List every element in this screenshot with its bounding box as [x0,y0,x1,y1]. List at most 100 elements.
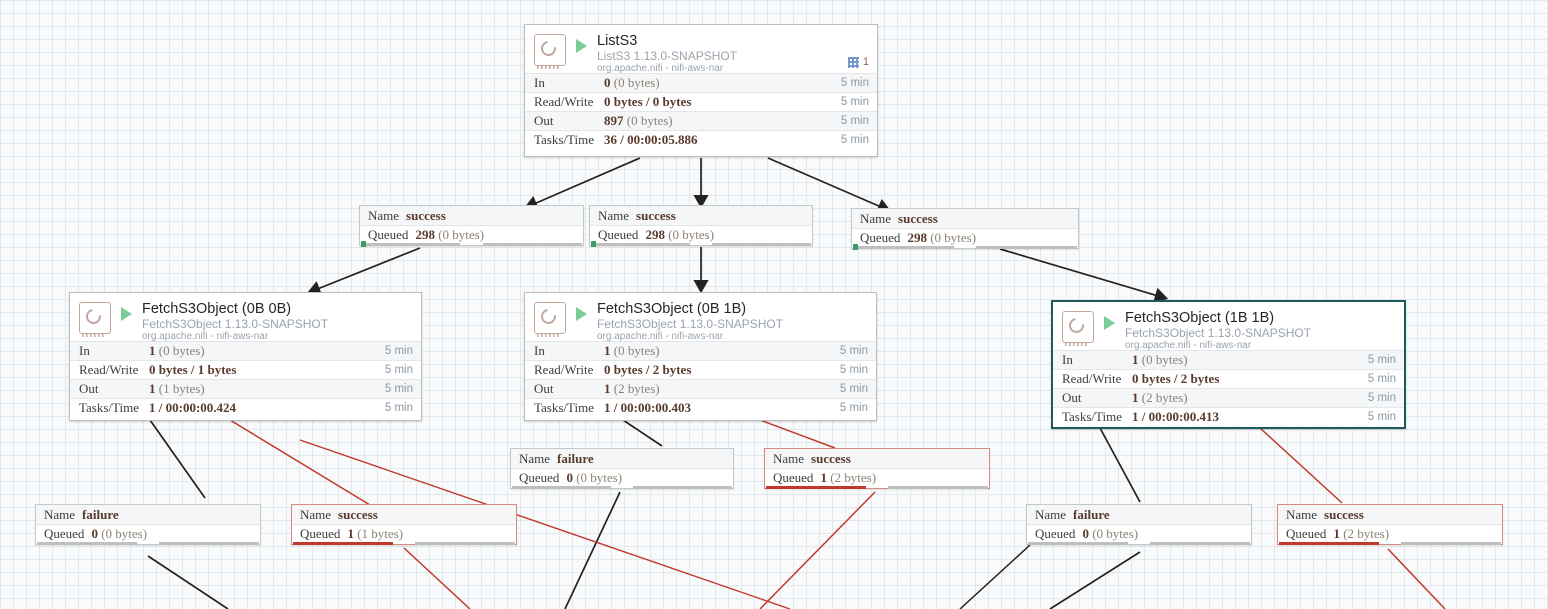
processor-icon [534,34,566,69]
stat-row-tasks-time: Tasks/Time 1 / 00:00:00.424 5 min [70,398,421,417]
stat-label: In [534,75,545,90]
stat-value: 0 (0 bytes) [604,75,660,90]
stat-row-read-write: Read/Write 0 bytes / 2 bytes 5 min [1053,369,1404,388]
stat-time: 5 min [839,402,868,414]
stat-value: 1 / 00:00:00.403 [604,400,692,415]
stat-value: 1 (0 bytes) [604,343,660,358]
stat-label: Read/Write [534,94,594,109]
queue-count-bar [853,243,954,250]
stat-label: Out [1062,390,1082,405]
connection-queued-row: Queued 1 (2 bytes) [765,468,989,487]
connection-queued-key: Queued [300,526,341,541]
connection-name-key: Name [1035,506,1067,522]
stat-label: Tasks/Time [534,400,595,415]
stat-time: 5 min [1367,392,1396,404]
queue-bars [361,240,582,247]
processor-name: FetchS3Object (1B 1B) [1125,310,1275,326]
connection-name-key: Name [598,207,630,223]
queue-size-bar [976,245,1077,249]
connection-name-key: Name [519,450,551,466]
play-icon[interactable] [121,307,132,321]
connection-label-failure-middle[interactable]: Name failure Queued 0 (0 bytes) [510,448,734,489]
play-icon[interactable] [576,39,587,53]
queue-size-bar [712,242,811,246]
stat-value: 1 (2 bytes) [1132,390,1188,405]
processor-icon [534,302,566,337]
queue-count-bar [1028,541,1128,545]
play-icon[interactable] [576,307,587,321]
processor-fetchs3object-0b-0b[interactable]: FetchS3Object (0B 0B) FetchS3Object 1.13… [69,292,422,421]
connection-name-row: Name success [292,505,516,524]
connection-label-success-warn-middle[interactable]: Name success Queued 1 (2 bytes) [764,448,990,489]
stat-row-in: In 0 (0 bytes) 5 min [525,73,877,92]
connection-name-key: Name [368,207,400,223]
stat-label: In [534,343,545,358]
processor-type: FetchS3Object 1.13.0-SNAPSHOT [597,317,784,331]
stat-time: 5 min [1367,373,1396,385]
stat-row-in: In 1 (0 bytes) 5 min [70,341,421,360]
play-icon[interactable] [1104,316,1115,330]
processor-lists3[interactable]: ListS3 ListS3 1.13.0-SNAPSHOT org.apache… [524,24,878,157]
stat-time: 5 min [839,345,868,357]
stat-time: 5 min [384,383,413,395]
queue-size-bar [1401,541,1501,545]
connection-name-row: Name failure [36,505,260,524]
stat-label: Out [79,381,99,396]
connection-name-row: Name failure [1027,505,1251,524]
processor-type: ListS3 1.13.0-SNAPSHOT [597,49,738,63]
connection-label-failure-bottom-right[interactable]: Name failure Queued 0 (0 bytes) [1026,504,1252,545]
active-threads: 1 [847,56,869,68]
stat-value: 36 / 00:00:05.886 [604,132,698,147]
processor-icon [1062,311,1094,346]
connection-name-value: failure [82,506,119,522]
connection-queued-key: Queued [44,526,85,541]
connection-label-success-1[interactable]: Name success Queued 298 (0 bytes) [359,205,584,247]
stat-time: 5 min [840,77,869,89]
queue-size-bar [1150,541,1250,545]
processor-name: FetchS3Object (0B 0B) [142,301,292,317]
connection-queued-value: 0 (0 bytes) [1082,526,1139,541]
stat-value: 897 (0 bytes) [604,113,673,128]
queue-size-bar [482,242,582,246]
thread-count: 1 [862,56,869,68]
stat-row-tasks-time: Tasks/Time 1 / 00:00:00.403 5 min [525,398,876,417]
connection-label-success-3[interactable]: Name success Queued 298 (0 bytes) [851,208,1079,250]
connection-label-success-2[interactable]: Name success Queued 298 (0 bytes) [589,205,813,247]
queue-count-bar [37,541,137,545]
stat-row-tasks-time: Tasks/Time 1 / 00:00:00.413 5 min [1053,407,1404,426]
connection-queued-key: Queued [598,227,639,242]
queue-count-bar [1279,541,1379,545]
stat-value: 0 bytes / 2 bytes [1132,371,1220,386]
connection-name-row: Name failure [511,449,733,468]
stat-row-out: Out 897 (0 bytes) 5 min [525,111,877,130]
processor-header: FetchS3Object (1B 1B) FetchS3Object 1.13… [1053,302,1404,351]
processor-bundle: org.apache.nifi - nifi-aws-nar [142,331,269,342]
stat-time: 5 min [839,383,868,395]
connection-name-row: Name success [1278,505,1502,524]
connection-label-success-warn-bottom-left[interactable]: Name success Queued 1 (1 bytes) [291,504,517,545]
stat-row-read-write: Read/Write 0 bytes / 0 bytes 5 min [525,92,877,111]
connection-queued-row: Queued 298 (0 bytes) [360,225,583,244]
stat-label: Tasks/Time [534,132,595,147]
queue-count-bar [766,485,866,489]
stat-value: 1 (0 bytes) [149,343,205,358]
stat-label: Tasks/Time [1062,409,1123,424]
stat-value: 0 bytes / 1 bytes [149,362,237,377]
connection-queued-key: Queued [368,227,409,242]
processor-fetchs3object-0b-1b[interactable]: FetchS3Object (0B 1B) FetchS3Object 1.13… [524,292,877,421]
queue-bars [293,541,515,545]
processor-header: FetchS3Object (0B 1B) FetchS3Object 1.13… [525,293,876,342]
stat-row-in: In 1 (0 bytes) 5 min [525,341,876,360]
stat-row-out: Out 1 (1 bytes) 5 min [70,379,421,398]
processor-icon [79,302,111,337]
stat-time: 5 min [1367,411,1396,423]
connection-label-success-warn-bottom-right[interactable]: Name success Queued 1 (2 bytes) [1277,504,1503,545]
connection-label-failure-bottom-left[interactable]: Name failure Queued 0 (0 bytes) [35,504,261,545]
threads-icon [847,56,859,68]
stat-value: 1 (0 bytes) [1132,352,1188,367]
connection-name-row: Name success [765,449,989,468]
processor-fetchs3object-1b-1b[interactable]: FetchS3Object (1B 1B) FetchS3Object 1.13… [1051,300,1406,429]
processor-type: FetchS3Object 1.13.0-SNAPSHOT [1125,326,1312,340]
connection-queued-value: 298 (0 bytes) [415,227,485,242]
